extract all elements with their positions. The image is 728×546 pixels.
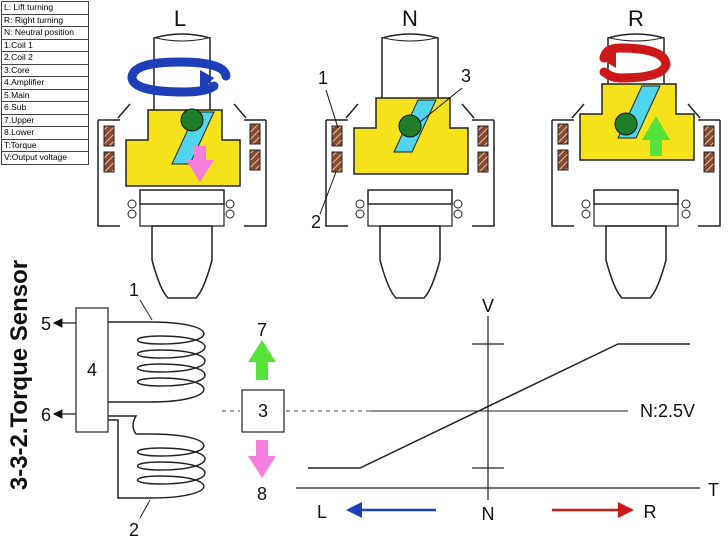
coil2-winding bbox=[137, 433, 206, 499]
right-turn-label: R bbox=[644, 502, 657, 522]
core-ball bbox=[180, 108, 204, 132]
neutral-center-label: N bbox=[482, 504, 495, 524]
view-label-left: L bbox=[174, 6, 186, 31]
callout-coil1: 1 bbox=[318, 68, 328, 88]
core-label: 3 bbox=[258, 401, 268, 421]
housing bbox=[325, 120, 495, 227]
shaft-lower bbox=[605, 225, 667, 299]
down-arrow-icon bbox=[186, 146, 214, 182]
legend-item: L: Lift turning bbox=[1, 1, 89, 15]
core-box bbox=[241, 389, 285, 433]
housing bbox=[97, 120, 267, 227]
upper-label: 7 bbox=[257, 320, 267, 340]
coil-block bbox=[557, 123, 569, 145]
legend-item: 8.Lower bbox=[1, 126, 89, 140]
coil-block bbox=[703, 125, 715, 147]
legend-item: 1.Coil 1 bbox=[1, 38, 89, 52]
down-arrow-icon bbox=[248, 440, 276, 478]
core-indicator: 7 3 8 bbox=[222, 320, 370, 504]
coil1-winding bbox=[137, 321, 206, 403]
core-ball bbox=[398, 114, 422, 138]
v-axis-label: V bbox=[482, 296, 494, 316]
coil-block bbox=[103, 125, 115, 147]
callout-coil2: 2 bbox=[311, 212, 321, 232]
legend-item: 5.Main bbox=[1, 88, 89, 102]
legend-item: R: Right turning bbox=[1, 13, 89, 27]
coil1-label: 1 bbox=[129, 280, 139, 300]
coil-block bbox=[703, 151, 715, 173]
view-label-neutral: N bbox=[402, 6, 418, 31]
legend-item: 7.Upper bbox=[1, 113, 89, 127]
up-arrow-icon bbox=[642, 116, 670, 156]
shaft-lower bbox=[379, 225, 441, 299]
up-arrow-icon bbox=[248, 340, 276, 380]
legend-item: 3.Core bbox=[1, 63, 89, 77]
legend-item: T:Torque bbox=[1, 138, 89, 152]
legend-item: 6.Sub bbox=[1, 101, 89, 115]
output-curve bbox=[308, 343, 690, 469]
legend-item: V:Output voltage bbox=[1, 151, 89, 165]
neutral-voltage-label: N:2.5V bbox=[640, 401, 695, 421]
coil-block bbox=[477, 125, 489, 147]
amplifier-box bbox=[75, 307, 109, 433]
coil-block bbox=[331, 151, 343, 173]
rotate-right-arrow-icon bbox=[127, 57, 231, 83]
callout-core: 3 bbox=[461, 66, 471, 86]
coil-block bbox=[331, 125, 343, 147]
left-turn-label: L bbox=[317, 502, 327, 522]
sensor-view-neutral: N 1 3 2 bbox=[311, 6, 495, 299]
core-ball bbox=[614, 112, 638, 136]
legend-item: 2.Coil 2 bbox=[1, 51, 89, 65]
legend-table: L: Lift turning R: Right turning N: Neut… bbox=[1, 1, 89, 165]
amplifier-label: 4 bbox=[87, 360, 97, 380]
t-axis-label: T bbox=[708, 480, 719, 500]
coil-block bbox=[249, 123, 261, 145]
voltage-torque-graph: V T N:2.5V L N R bbox=[296, 296, 719, 524]
legend-item: N: Neutral position bbox=[1, 26, 89, 40]
sensor-view-right: R bbox=[551, 6, 721, 299]
coil-block bbox=[477, 151, 489, 173]
coil2-label: 2 bbox=[129, 520, 139, 540]
coil-block bbox=[103, 151, 115, 173]
lower-label: 8 bbox=[257, 484, 267, 504]
main-output-label: 5 bbox=[41, 314, 51, 334]
shaft-lower bbox=[151, 225, 213, 299]
legend-item: 4.Amplifier bbox=[1, 76, 89, 90]
sub-output-label: 6 bbox=[41, 405, 51, 425]
housing bbox=[551, 120, 721, 227]
coil-block bbox=[557, 149, 569, 171]
coil-circuit: 4 5 6 1 2 bbox=[41, 280, 206, 540]
view-label-right: R bbox=[628, 6, 644, 31]
sensor-view-left: L bbox=[97, 6, 267, 299]
coil-block bbox=[249, 149, 261, 171]
rotate-left-arrow-icon bbox=[599, 43, 671, 69]
